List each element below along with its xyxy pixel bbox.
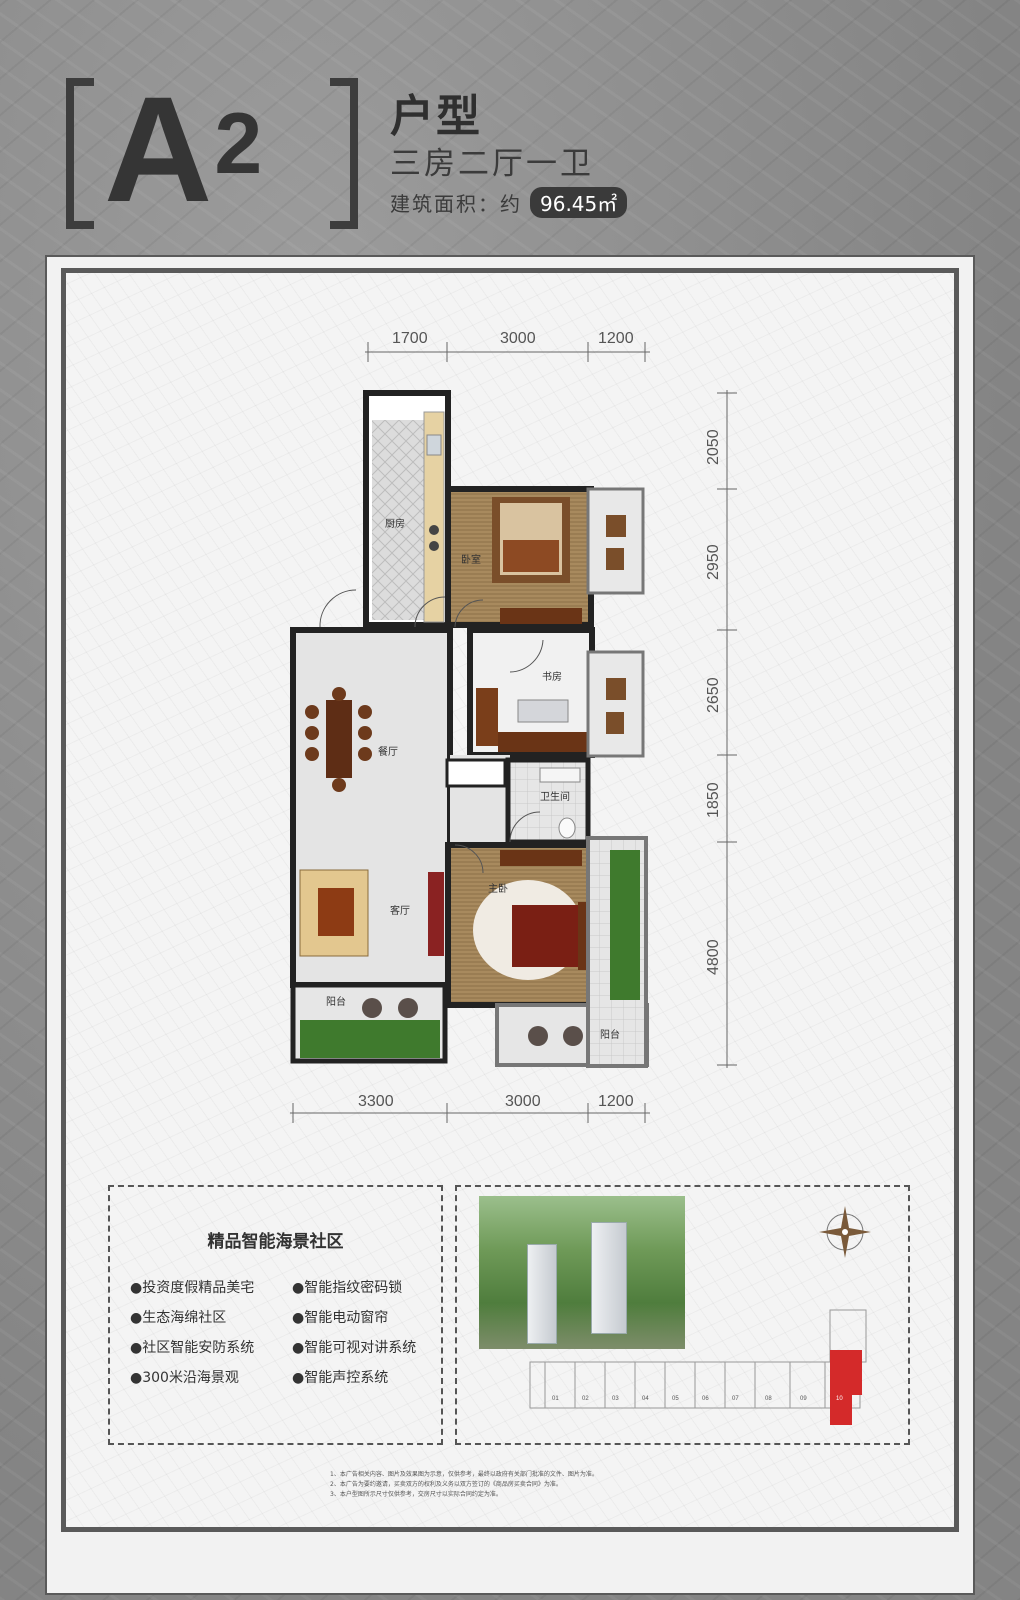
right-dim-5: 4800: [705, 939, 722, 975]
bedroom-secondary-label: 卧室: [461, 553, 481, 566]
bottom-dim-3: 1200: [598, 1093, 634, 1110]
door-swings: [319, 589, 544, 874]
top-dimension-line: [365, 342, 650, 362]
bottom-dim-2: 3000: [505, 1093, 541, 1110]
tower-left: [527, 1244, 557, 1344]
aerial-rendering: [479, 1196, 685, 1349]
unit-code: A2: [104, 65, 263, 233]
study: [467, 627, 645, 758]
master-bedroom: [445, 842, 594, 1008]
top-dim-2: 3000: [500, 330, 536, 347]
kitchen-label: 厨房: [385, 517, 405, 530]
feature-left-2: ●生态海绵社区: [130, 1310, 227, 1326]
balcony-right-label: 阳台: [600, 1028, 620, 1041]
area-line: 建筑面积：约 96.45㎡: [390, 187, 628, 218]
footnote-3: 3、本户型图所示尺寸仅供参考，交房尺寸以实际合同约定为准。: [330, 1491, 502, 1498]
left-bracket: [66, 78, 94, 229]
site-plan-box: [455, 1185, 910, 1445]
balcony-left-label: 阳台: [326, 995, 346, 1008]
tower-right: [591, 1222, 627, 1334]
area-value: 96.45㎡: [530, 187, 628, 218]
feature-right-3: ●智能可视对讲系统: [292, 1340, 417, 1356]
top-dim-3: 1200: [598, 330, 634, 347]
right-dimension-line: [717, 390, 737, 1068]
bottom-dimension-line: [290, 1103, 650, 1123]
room-layout: 三房二厅一卫: [390, 146, 594, 182]
features-title: 精品智能海景社区: [207, 1232, 344, 1252]
features-box: 精品智能海景社区 ●投资度假精品美宅 ●生态海绵社区 ●社区智能安防系统 ●30…: [108, 1185, 443, 1445]
balcony-right: [495, 836, 649, 1068]
footnote-2: 2、本广告为要约邀请，买卖双方的权利及义务以双方签订的《商品房买卖合同》为准。: [330, 1481, 562, 1488]
bottom-dim-1: 3300: [358, 1093, 394, 1110]
footnotes: 1、本广告相关内容、图片及效果图为示意，仅供参考，最终以政府有关部门批准的文件、…: [330, 1470, 890, 1500]
feature-left-1: ●投资度假精品美宅: [130, 1280, 255, 1296]
footnote-1: 1、本广告相关内容、图片及效果图为示意，仅供参考，最终以政府有关部门批准的文件、…: [330, 1471, 598, 1478]
feature-left-3: ●社区智能安防系统: [130, 1340, 255, 1356]
dining-label: 餐厅: [378, 745, 398, 758]
right-dim-3: 2650: [705, 677, 722, 713]
right-dim-2: 2950: [705, 544, 722, 580]
master-bedroom-label: 主卧: [488, 882, 508, 895]
living-label: 客厅: [390, 904, 410, 917]
balcony-left: [290, 982, 448, 1064]
right-dim-1: 2050: [705, 429, 722, 465]
kitchen: [363, 390, 451, 628]
unit-number: 2: [214, 96, 263, 192]
top-dim-1: 1700: [392, 330, 428, 347]
feature-right-1: ●智能指纹密码锁: [292, 1280, 403, 1296]
feature-right-2: ●智能电动窗帘: [292, 1310, 389, 1326]
right-dim-4: 1850: [705, 782, 722, 818]
study-label: 书房: [542, 670, 562, 683]
feature-right-4: ●智能声控系统: [292, 1370, 389, 1386]
bathroom-label: 卫生间: [540, 790, 570, 803]
area-label: 建筑面积：约: [390, 192, 522, 216]
right-bracket: [330, 78, 358, 229]
unit-type-label: 户型: [390, 91, 482, 142]
feature-left-4: ●300米沿海景观: [130, 1370, 239, 1386]
